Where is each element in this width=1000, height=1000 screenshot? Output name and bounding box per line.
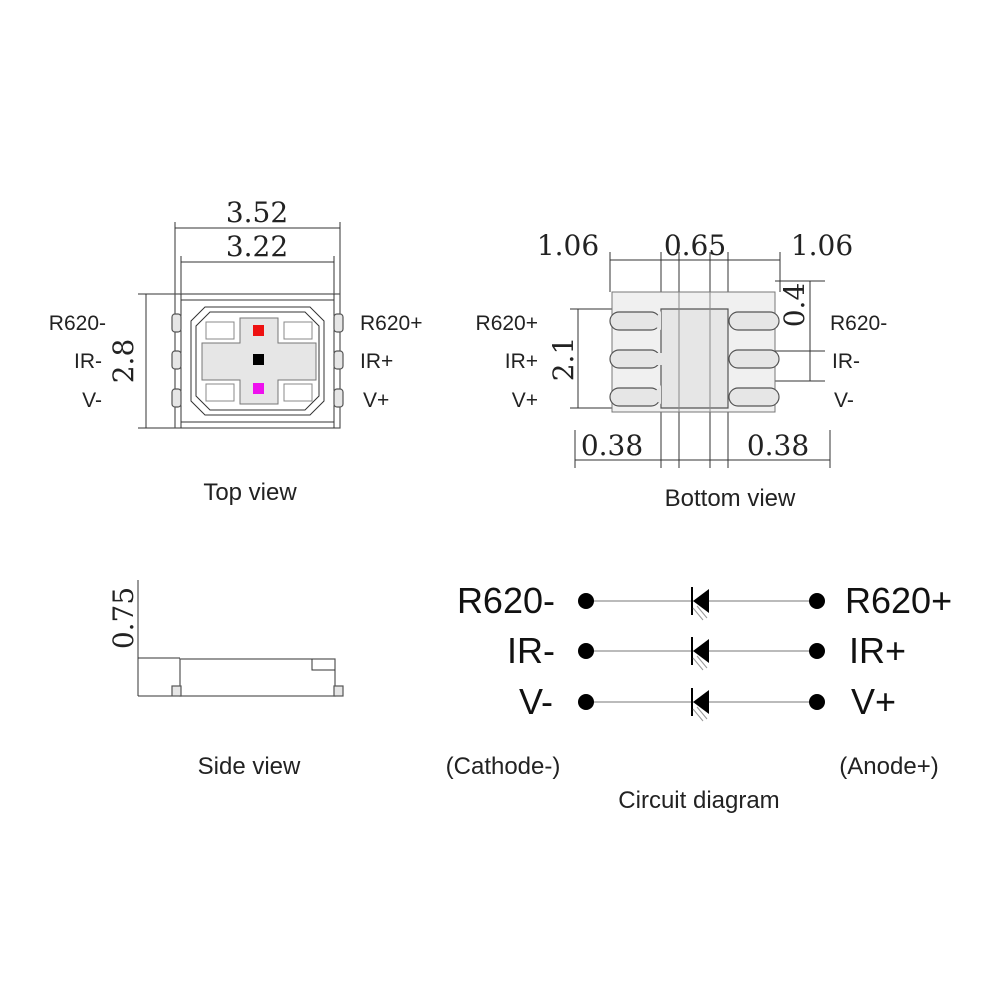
bottom-right-label-1: R620- xyxy=(830,312,887,335)
circuit-right-label-3: V+ xyxy=(851,681,896,722)
circuit-left-label-2: IR- xyxy=(507,630,555,671)
top-view-caption: Top view xyxy=(203,479,297,506)
side-view: 0.75 Side view xyxy=(107,580,344,780)
anode-terminal-dot xyxy=(809,593,825,609)
top-left-label-2: IR- xyxy=(74,350,102,373)
top-right-label-3: V+ xyxy=(363,389,389,412)
bottom-package xyxy=(609,291,780,413)
circuit-right-label-2: IR+ xyxy=(849,630,906,671)
bottom-left-label-2: IR+ xyxy=(505,350,538,373)
top-right-label-2: IR+ xyxy=(360,350,393,373)
anode-note: (Anode+) xyxy=(839,753,938,780)
bottom-dim-center-width: 0.65 xyxy=(664,229,726,262)
diode-icon xyxy=(693,589,709,613)
top-package xyxy=(171,293,344,429)
anode-terminal-dot xyxy=(809,694,825,710)
top-right-label-1: R620+ xyxy=(360,312,422,335)
side-dim-height: 0.75 xyxy=(107,587,140,649)
side-package xyxy=(171,658,344,697)
top-dim-height: 2.8 xyxy=(107,339,140,384)
top-dimension-lines xyxy=(138,222,341,429)
chip-black xyxy=(253,354,264,365)
bottom-left-label-1: R620+ xyxy=(476,312,538,335)
bottom-dim-right-gap: 0.38 xyxy=(747,429,809,462)
top-cavity-inner xyxy=(195,311,320,411)
circuit-row-v xyxy=(578,688,825,722)
circuit-diagram: R620- IR- V- R620+ IR+ V+ (Cathode-) (An… xyxy=(446,580,952,814)
top-dim-outer-width: 3.52 xyxy=(226,196,288,229)
cathode-note: (Cathode-) xyxy=(446,753,561,780)
top-left-label-1: R620- xyxy=(49,312,106,335)
bottom-right-label-3: V- xyxy=(834,389,854,412)
bottom-dim-right-width: 1.06 xyxy=(791,229,853,262)
cathode-terminal-dot xyxy=(578,593,594,609)
circuit-right-label-1: R620+ xyxy=(845,580,952,621)
bottom-right-label-2: IR- xyxy=(832,350,860,373)
bottom-view: 1.06 0.65 1.06 0.4 2.1 0.38 0.38 R620+ I… xyxy=(476,229,888,512)
chip-red xyxy=(253,325,264,336)
cathode-terminal-dot xyxy=(578,694,594,710)
bottom-view-caption: Bottom view xyxy=(665,485,796,512)
bottom-dim-left-gap: 0.38 xyxy=(581,429,643,462)
diode-icon xyxy=(693,639,709,663)
anode-terminal-dot xyxy=(809,643,825,659)
top-view: 3.52 3.22 2.8 xyxy=(49,196,423,506)
cathode-terminal-dot xyxy=(578,643,594,659)
bottom-dim-height: 2.1 xyxy=(547,337,580,382)
circuit-row-r620 xyxy=(578,587,825,621)
circuit-row-ir xyxy=(578,637,825,671)
bottom-dim-pad-pitch: 0.4 xyxy=(778,283,811,328)
bottom-left-label-3: V+ xyxy=(512,389,538,412)
circuit-caption: Circuit diagram xyxy=(618,787,779,814)
chip-magenta xyxy=(253,383,264,394)
circuit-left-label-1: R620- xyxy=(457,580,555,621)
top-left-label-3: V- xyxy=(82,389,102,412)
bottom-dim-left-width: 1.06 xyxy=(537,229,599,262)
top-cavity-outer xyxy=(190,306,325,416)
top-dim-inner-width: 3.22 xyxy=(226,230,288,263)
diode-icon xyxy=(693,690,709,714)
side-view-caption: Side view xyxy=(198,753,301,780)
circuit-left-label-3: V- xyxy=(519,681,553,722)
side-package-body xyxy=(179,658,336,697)
